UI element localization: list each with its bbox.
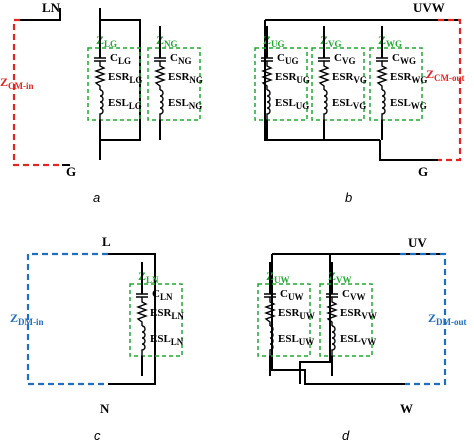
dm-in-loop — [26, 252, 108, 386]
impedance-box — [254, 47, 308, 121]
resistor-symbol — [261, 61, 273, 90]
node-uvw-label: UVW — [413, 0, 445, 15]
capacitor-symbol — [318, 57, 330, 62]
resistor-symbol — [318, 61, 330, 90]
impedance-box — [369, 47, 423, 121]
inductor-label: ESLLG — [108, 97, 142, 111]
caption-c: c — [94, 428, 101, 443]
impedance-box — [129, 283, 183, 357]
capacitor-label: CLG — [110, 52, 131, 66]
capacitor-label: CNG — [170, 52, 191, 66]
capacitor-symbol — [261, 57, 273, 62]
inductor-label: ESLVW — [340, 333, 376, 347]
capacitor-symbol — [264, 293, 276, 298]
resistor-label: ESRWG — [390, 71, 427, 85]
inductor-label: ESLNG — [168, 97, 202, 111]
resistor-symbol — [326, 297, 338, 326]
capacitor-label: CWG — [392, 52, 416, 66]
inductor-symbol — [99, 89, 104, 120]
resistor-symbol — [154, 61, 166, 90]
dm-in-label: ZDM-in — [10, 311, 44, 327]
resistor-symbol — [94, 61, 106, 90]
cm-out-loop — [438, 18, 462, 162]
resistor-label: ESRVW — [340, 307, 377, 321]
inductor-symbol — [141, 325, 146, 356]
impedance-branches: ZLGCLGESRLGESLLGZNGCNGESRNGESLNGZUGCUGES… — [87, 26, 427, 376]
inductor-label: ESLUW — [278, 333, 314, 347]
inductor-symbol — [266, 89, 271, 120]
b-return-bus — [264, 20, 438, 161]
inductor-symbol — [159, 89, 164, 120]
c-bus — [108, 253, 156, 385]
node-ln-label: LN — [42, 0, 61, 15]
caption-a: a — [93, 190, 100, 205]
cm-in-loop — [12, 18, 62, 167]
node-n-label: N — [100, 401, 110, 416]
capacitor-symbol — [136, 293, 148, 298]
impedance-box — [147, 47, 201, 121]
capacitor-label: CVW — [342, 288, 365, 302]
resistor-label: ESRUW — [278, 307, 315, 321]
node-g-label-a: G — [66, 164, 76, 179]
impedance-box — [311, 47, 365, 121]
node-l-label: L — [102, 234, 111, 249]
capacitor-symbol — [326, 293, 338, 298]
inductor-label: ESLUG — [275, 97, 309, 111]
inductor-symbol — [323, 89, 328, 120]
resistor-label: ESRLN — [150, 307, 184, 321]
impedance-box — [257, 283, 311, 357]
capacitor-label: CUW — [280, 288, 303, 302]
resistor-label: ESRUG — [275, 71, 310, 85]
inductor-label: ESLVG — [332, 97, 366, 111]
resistor-label: ESRLG — [108, 71, 142, 85]
caption-d: d — [342, 428, 350, 443]
capacitor-label: CLN — [152, 288, 173, 302]
panel-b: UVW ZCM-out G b — [264, 0, 465, 205]
capacitor-label: CVG — [334, 52, 355, 66]
capacitor-label: CUG — [277, 52, 298, 66]
resistor-label: ESRVG — [332, 71, 367, 85]
resistor-symbol — [264, 297, 276, 326]
capacitor-symbol — [376, 57, 388, 62]
resistor-symbol — [376, 61, 388, 90]
node-w-label: W — [400, 401, 413, 416]
node-uv-label: UV — [408, 235, 427, 250]
capacitor-symbol — [94, 57, 106, 62]
capacitor-symbol — [154, 57, 166, 62]
ln-wire — [20, 8, 61, 21]
inductor-symbol — [331, 325, 336, 356]
inductor-symbol — [269, 325, 274, 356]
cm-in-label: ZCM-in — [0, 75, 34, 91]
resistor-label: ESRNG — [168, 71, 203, 85]
resistor-symbol — [136, 297, 148, 326]
impedance-box — [87, 47, 141, 121]
d-return-bus — [271, 254, 405, 385]
cm-out-label: ZCM-out — [426, 67, 465, 83]
caption-b: b — [345, 190, 352, 205]
dm-out-label: ZDM-out — [428, 311, 467, 327]
impedance-box — [319, 283, 373, 357]
panel-c: L ZDM-in N c — [10, 234, 156, 443]
node-g-label-b: G — [418, 164, 428, 179]
inductor-label: ESLLN — [150, 333, 184, 347]
dm-out-loop — [400, 252, 447, 386]
inductor-symbol — [381, 89, 386, 120]
inductor-label: ESLWG — [390, 97, 427, 111]
